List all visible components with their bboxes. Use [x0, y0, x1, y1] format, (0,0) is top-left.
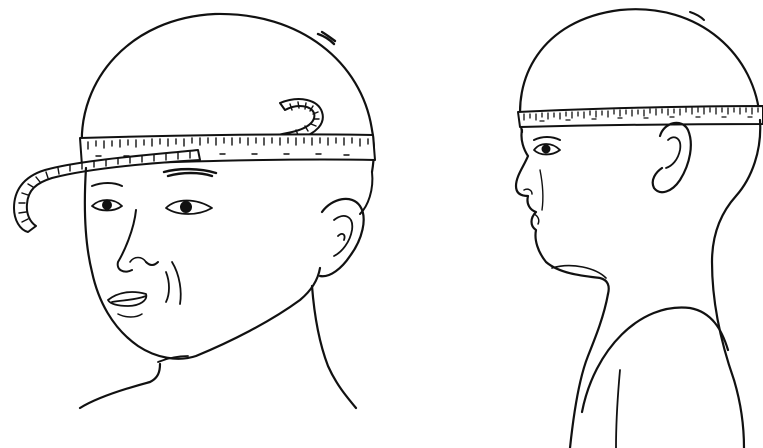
front-chin-crease	[118, 314, 142, 317]
side-ear-inner	[666, 137, 680, 168]
front-neck-left	[80, 364, 160, 408]
front-ear-inner	[334, 216, 352, 256]
side-ear	[653, 123, 691, 192]
front-right-eyebrow	[164, 169, 216, 176]
front-nostril	[130, 258, 146, 263]
front-face-outline	[85, 168, 320, 359]
front-mouth	[108, 292, 146, 306]
side-view-figure	[516, 9, 763, 448]
side-nostril	[524, 189, 532, 194]
front-right-pupil	[181, 202, 192, 213]
side-eyebrow	[534, 137, 560, 140]
side-back-of-head	[712, 120, 760, 448]
side-pupil	[542, 145, 550, 153]
side-throat	[570, 294, 608, 448]
front-hair-tuft	[318, 32, 335, 44]
front-ear	[320, 199, 364, 276]
side-cheek-line	[540, 170, 543, 210]
side-shoulder	[582, 307, 728, 412]
front-neck-right	[312, 286, 356, 408]
front-view-figure	[14, 14, 375, 408]
side-face-profile	[516, 130, 609, 294]
front-left-eyebrow	[92, 183, 122, 186]
front-nose	[118, 210, 158, 272]
side-arm-line	[616, 370, 620, 448]
front-cheek-fold	[166, 262, 181, 304]
front-left-pupil	[103, 201, 112, 210]
side-lips	[534, 214, 539, 224]
tape-end-left	[14, 150, 200, 232]
side-hair-tuft	[690, 12, 704, 20]
